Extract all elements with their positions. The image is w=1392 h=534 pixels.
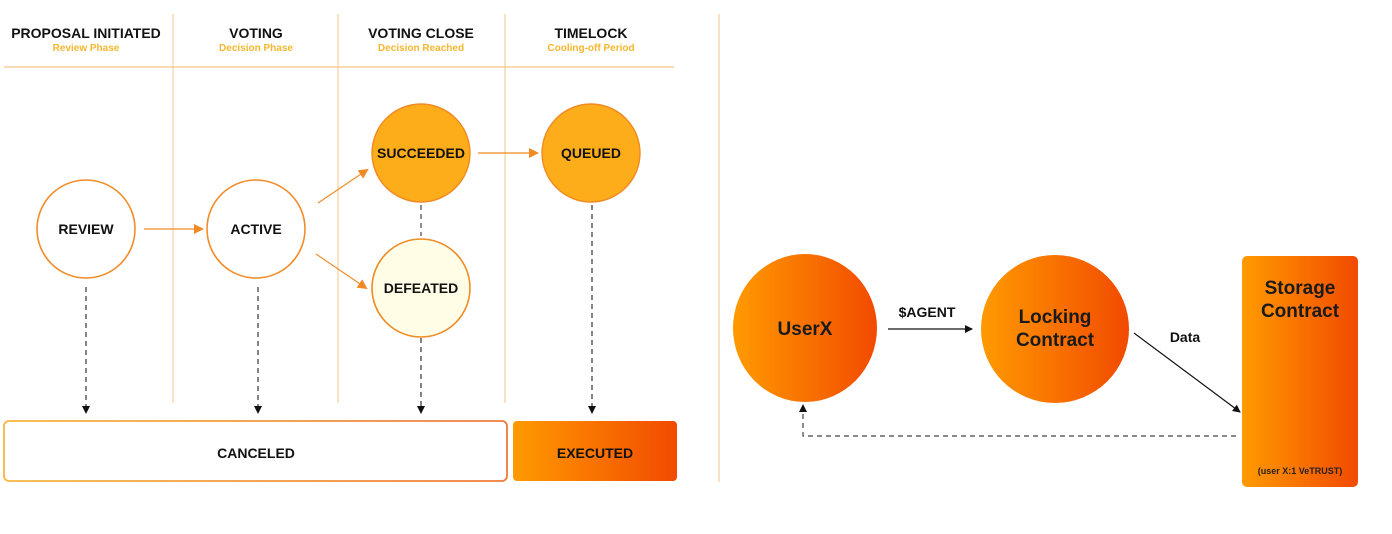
phase-title: VOTING [229, 25, 283, 41]
edge-label-token: $AGENT [899, 304, 956, 320]
node-label-line1: Storage [1265, 278, 1336, 299]
token-locking-diagram: UserX $AGENT Locking Contract Data Stora… [733, 254, 1358, 487]
governance-lifecycle-diagram: PROPOSAL INITIATED Review Phase VOTING D… [3, 14, 720, 482]
state-label: ACTIVE [230, 221, 281, 237]
dashed-arrow-storage-to-userx [799, 404, 1236, 437]
state-label: SUCCEEDED [377, 145, 465, 161]
outcome-executed: EXECUTED [513, 421, 677, 481]
dashed-return-path [799, 404, 1236, 437]
node-locking-contract: Locking Contract [981, 255, 1129, 403]
arrow-locking-to-storage [1133, 332, 1241, 413]
arrow-active-to-defeated [315, 253, 368, 290]
phase-title: VOTING CLOSE [368, 25, 474, 41]
edge-label-data: Data [1170, 329, 1201, 345]
node-label-line1: Locking [1019, 307, 1092, 328]
node-label-line2: Contract [1016, 330, 1095, 351]
node-storage-contract: Storage Contract (user X:1 VeTRUST) [1242, 256, 1358, 487]
phase-header-voting: VOTING Decision Phase [219, 25, 293, 54]
arrow-data-flow: Data [1133, 329, 1241, 413]
phase-title: TIMELOCK [554, 25, 627, 41]
state-active: ACTIVE [206, 179, 306, 279]
phase-subtitle: Cooling-off Period [547, 43, 634, 54]
phase-subtitle: Review Phase [53, 43, 120, 54]
phase-header-voting-close: VOTING CLOSE Decision Reached [368, 25, 474, 54]
state-review: REVIEW [36, 179, 136, 279]
state-label: QUEUED [561, 145, 621, 161]
state-succeeded: SUCCEEDED [371, 103, 471, 203]
phase-subtitle: Decision Phase [219, 43, 293, 54]
outcome-canceled: CANCELED [3, 420, 508, 482]
node-label-line2: Contract [1261, 301, 1340, 322]
phase-header-timelock: TIMELOCK Cooling-off Period [547, 25, 634, 54]
node-label: UserX [778, 319, 833, 340]
phase-subtitle: Decision Reached [378, 43, 464, 54]
arrow-agent-transfer: $AGENT [888, 304, 973, 333]
outcome-label: EXECUTED [557, 445, 633, 461]
node-userx: UserX [733, 254, 877, 402]
phase-header-proposal-initiated: PROPOSAL INITIATED Review Phase [11, 25, 161, 54]
state-defeated: DEFEATED [371, 238, 471, 338]
outcome-label: CANCELED [217, 445, 295, 461]
phase-title: PROPOSAL INITIATED [11, 25, 161, 41]
storage-note: (user X:1 VeTRUST) [1258, 466, 1343, 476]
state-queued: QUEUED [541, 103, 641, 203]
state-label: DEFEATED [384, 280, 458, 296]
arrow-active-to-succeeded [317, 168, 369, 204]
state-label: REVIEW [58, 221, 114, 237]
